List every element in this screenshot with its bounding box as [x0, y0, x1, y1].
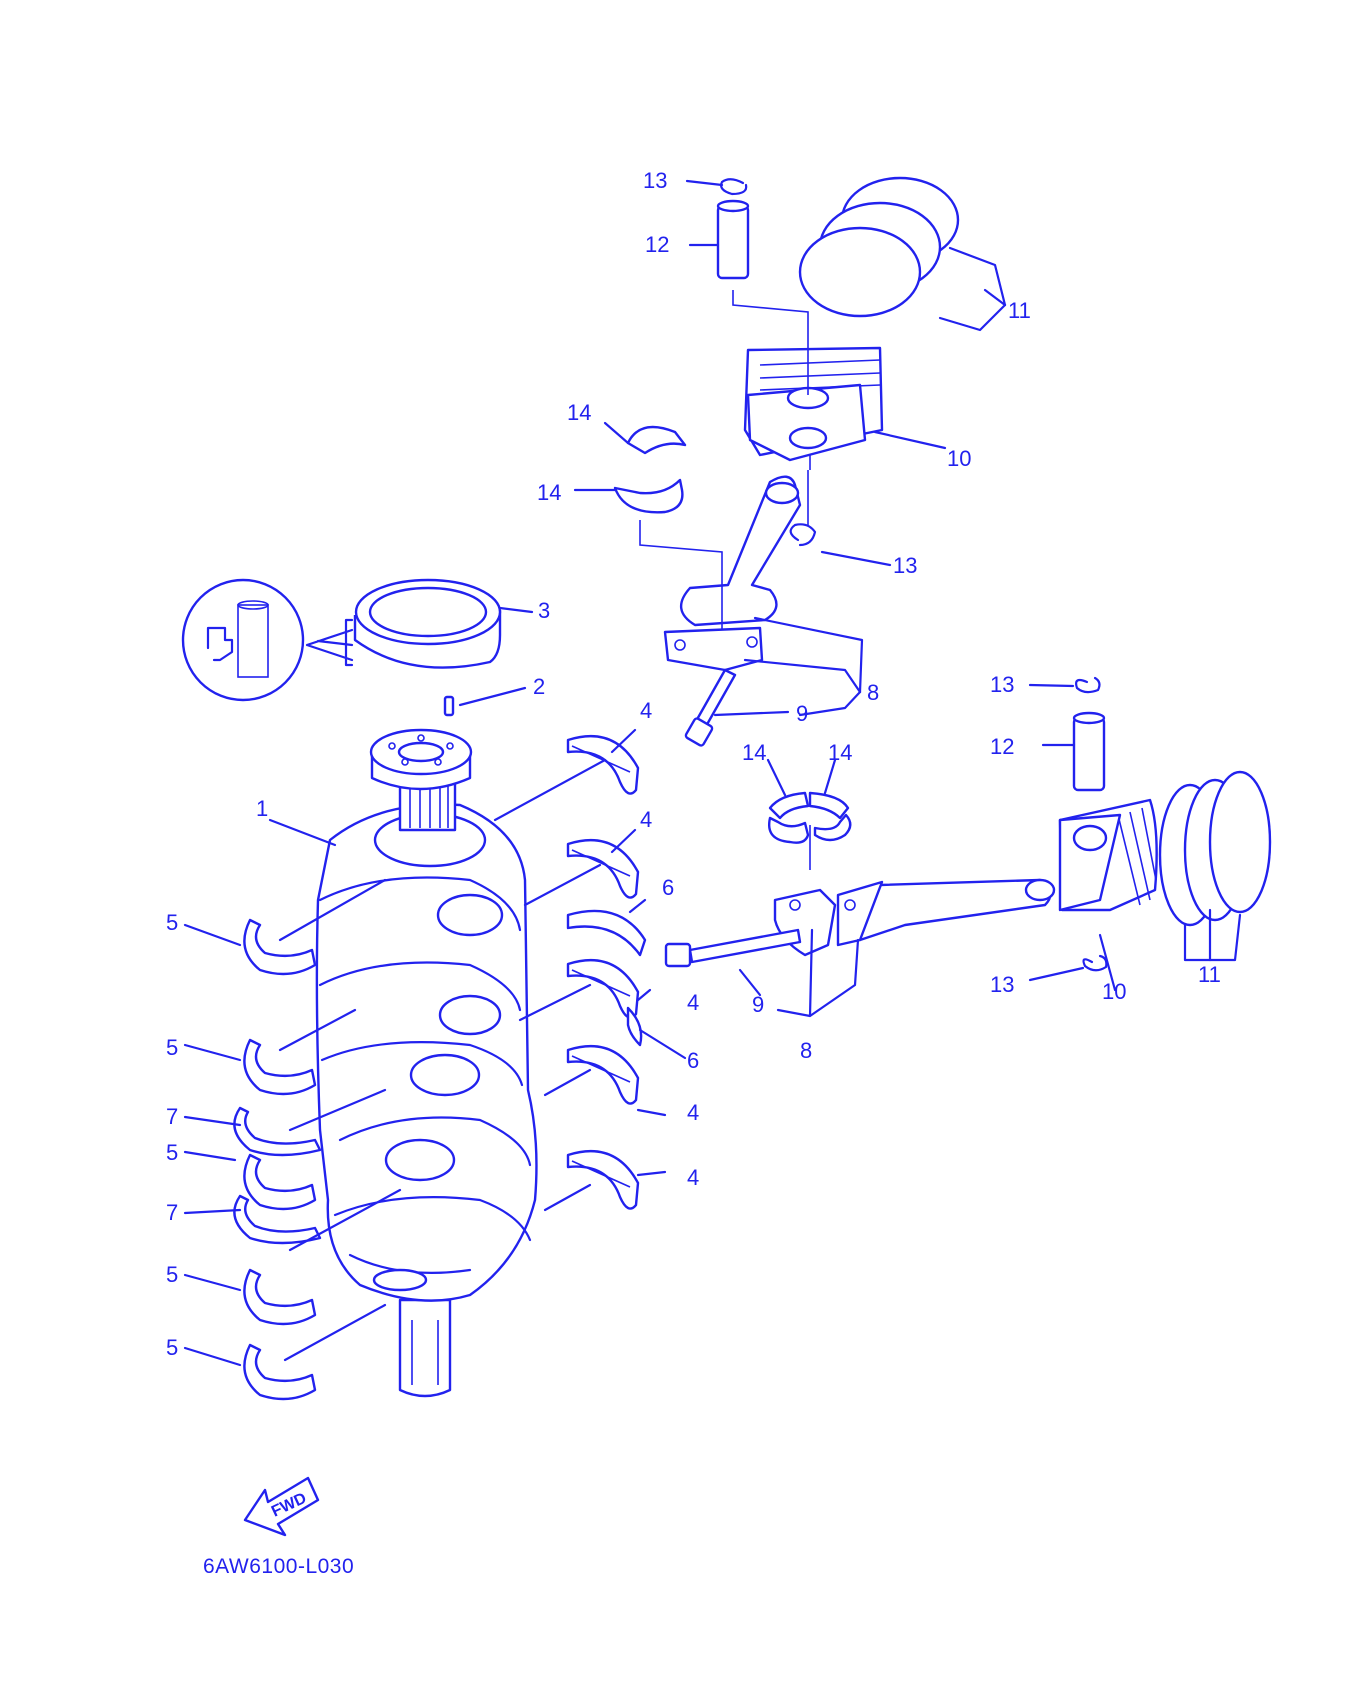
piston-clip-top — [720, 178, 748, 196]
label-12b: 12 — [990, 734, 1014, 759]
label-13d: 13 — [990, 972, 1014, 997]
main-bearing-2 — [566, 839, 640, 899]
rod-bolt-right — [664, 928, 802, 968]
oil-seal-detail — [181, 578, 354, 702]
label-8a: 8 — [867, 680, 879, 705]
thrust-washers — [566, 909, 647, 1047]
lower-bearing-1 — [243, 918, 317, 976]
label-1: 1 — [256, 796, 268, 821]
part-labels: 1 2 3 4 4 4 4 4 5 5 5 5 5 6 6 7 7 8 8 9 … — [166, 168, 1221, 1578]
label-5a: 5 — [166, 910, 178, 935]
label-11a: 11 — [1008, 298, 1031, 323]
lower-bearing-2 — [243, 1038, 317, 1096]
label-10b: 10 — [1102, 979, 1126, 1004]
conrod-bearings-top — [613, 425, 687, 514]
label-14b: 14 — [537, 480, 561, 505]
label-3: 3 — [538, 598, 550, 623]
thrust-washers-lower — [233, 1106, 322, 1245]
fwd-arrow-icon: FWD — [243, 1476, 320, 1537]
piston-clip-right-top — [1075, 676, 1101, 694]
label-10a: 10 — [947, 446, 971, 471]
lower-bearing-3 — [243, 1153, 317, 1211]
label-14d: 14 — [828, 740, 852, 765]
label-5b: 5 — [166, 1035, 178, 1060]
main-bearing-4 — [566, 1045, 640, 1105]
lower-bearing-5 — [243, 1343, 317, 1401]
main-bearings — [566, 735, 640, 1210]
label-8b: 8 — [800, 1038, 812, 1063]
label-6a: 6 — [662, 875, 674, 900]
label-4c: 4 — [687, 990, 699, 1015]
piston-rings-right — [1158, 770, 1272, 927]
label-7b: 7 — [166, 1200, 178, 1225]
label-14c: 14 — [742, 740, 766, 765]
label-11b: 11 — [1198, 962, 1221, 987]
connecting-rod-right — [773, 878, 1056, 957]
label-4d: 4 — [687, 1100, 699, 1125]
lower-bearings — [243, 918, 317, 1401]
piston-clip-top-2 — [789, 523, 817, 547]
main-bearing-5 — [566, 1150, 640, 1210]
label-13c: 13 — [990, 672, 1014, 697]
rod-bolt-top — [684, 668, 737, 747]
label-5e: 5 — [166, 1335, 178, 1360]
label-7a: 7 — [166, 1104, 178, 1129]
label-5c: 5 — [166, 1140, 178, 1165]
label-9a: 9 — [796, 701, 808, 726]
label-4b: 4 — [640, 807, 652, 832]
piston-right — [1058, 798, 1158, 912]
piston-clip-right-bottom — [1082, 954, 1108, 972]
figure-code: 6AW6100-L030 — [203, 1555, 354, 1578]
lower-bearing-4 — [243, 1268, 317, 1326]
piston-top — [743, 346, 884, 470]
piston-rings-top — [798, 176, 960, 318]
label-13a: 13 — [643, 168, 667, 193]
dowel-pin — [443, 695, 455, 717]
main-bearing-1 — [566, 735, 640, 795]
label-9b: 9 — [752, 992, 764, 1017]
label-14a: 14 — [567, 400, 591, 425]
piston-pin-right — [1072, 711, 1106, 792]
piston-pin-top — [716, 199, 750, 280]
label-13b: 13 — [893, 553, 917, 578]
leader-lines — [183, 179, 1242, 1367]
connecting-rod-top — [663, 475, 802, 672]
oil-seal — [353, 578, 502, 669]
label-12a: 12 — [645, 232, 669, 257]
crankshaft — [315, 728, 538, 1398]
label-2: 2 — [533, 674, 545, 699]
label-5d: 5 — [166, 1262, 178, 1287]
label-4e: 4 — [687, 1165, 699, 1190]
label-4a: 4 — [640, 698, 652, 723]
label-6b: 6 — [687, 1048, 699, 1073]
conrod-bearings-right — [768, 791, 852, 844]
